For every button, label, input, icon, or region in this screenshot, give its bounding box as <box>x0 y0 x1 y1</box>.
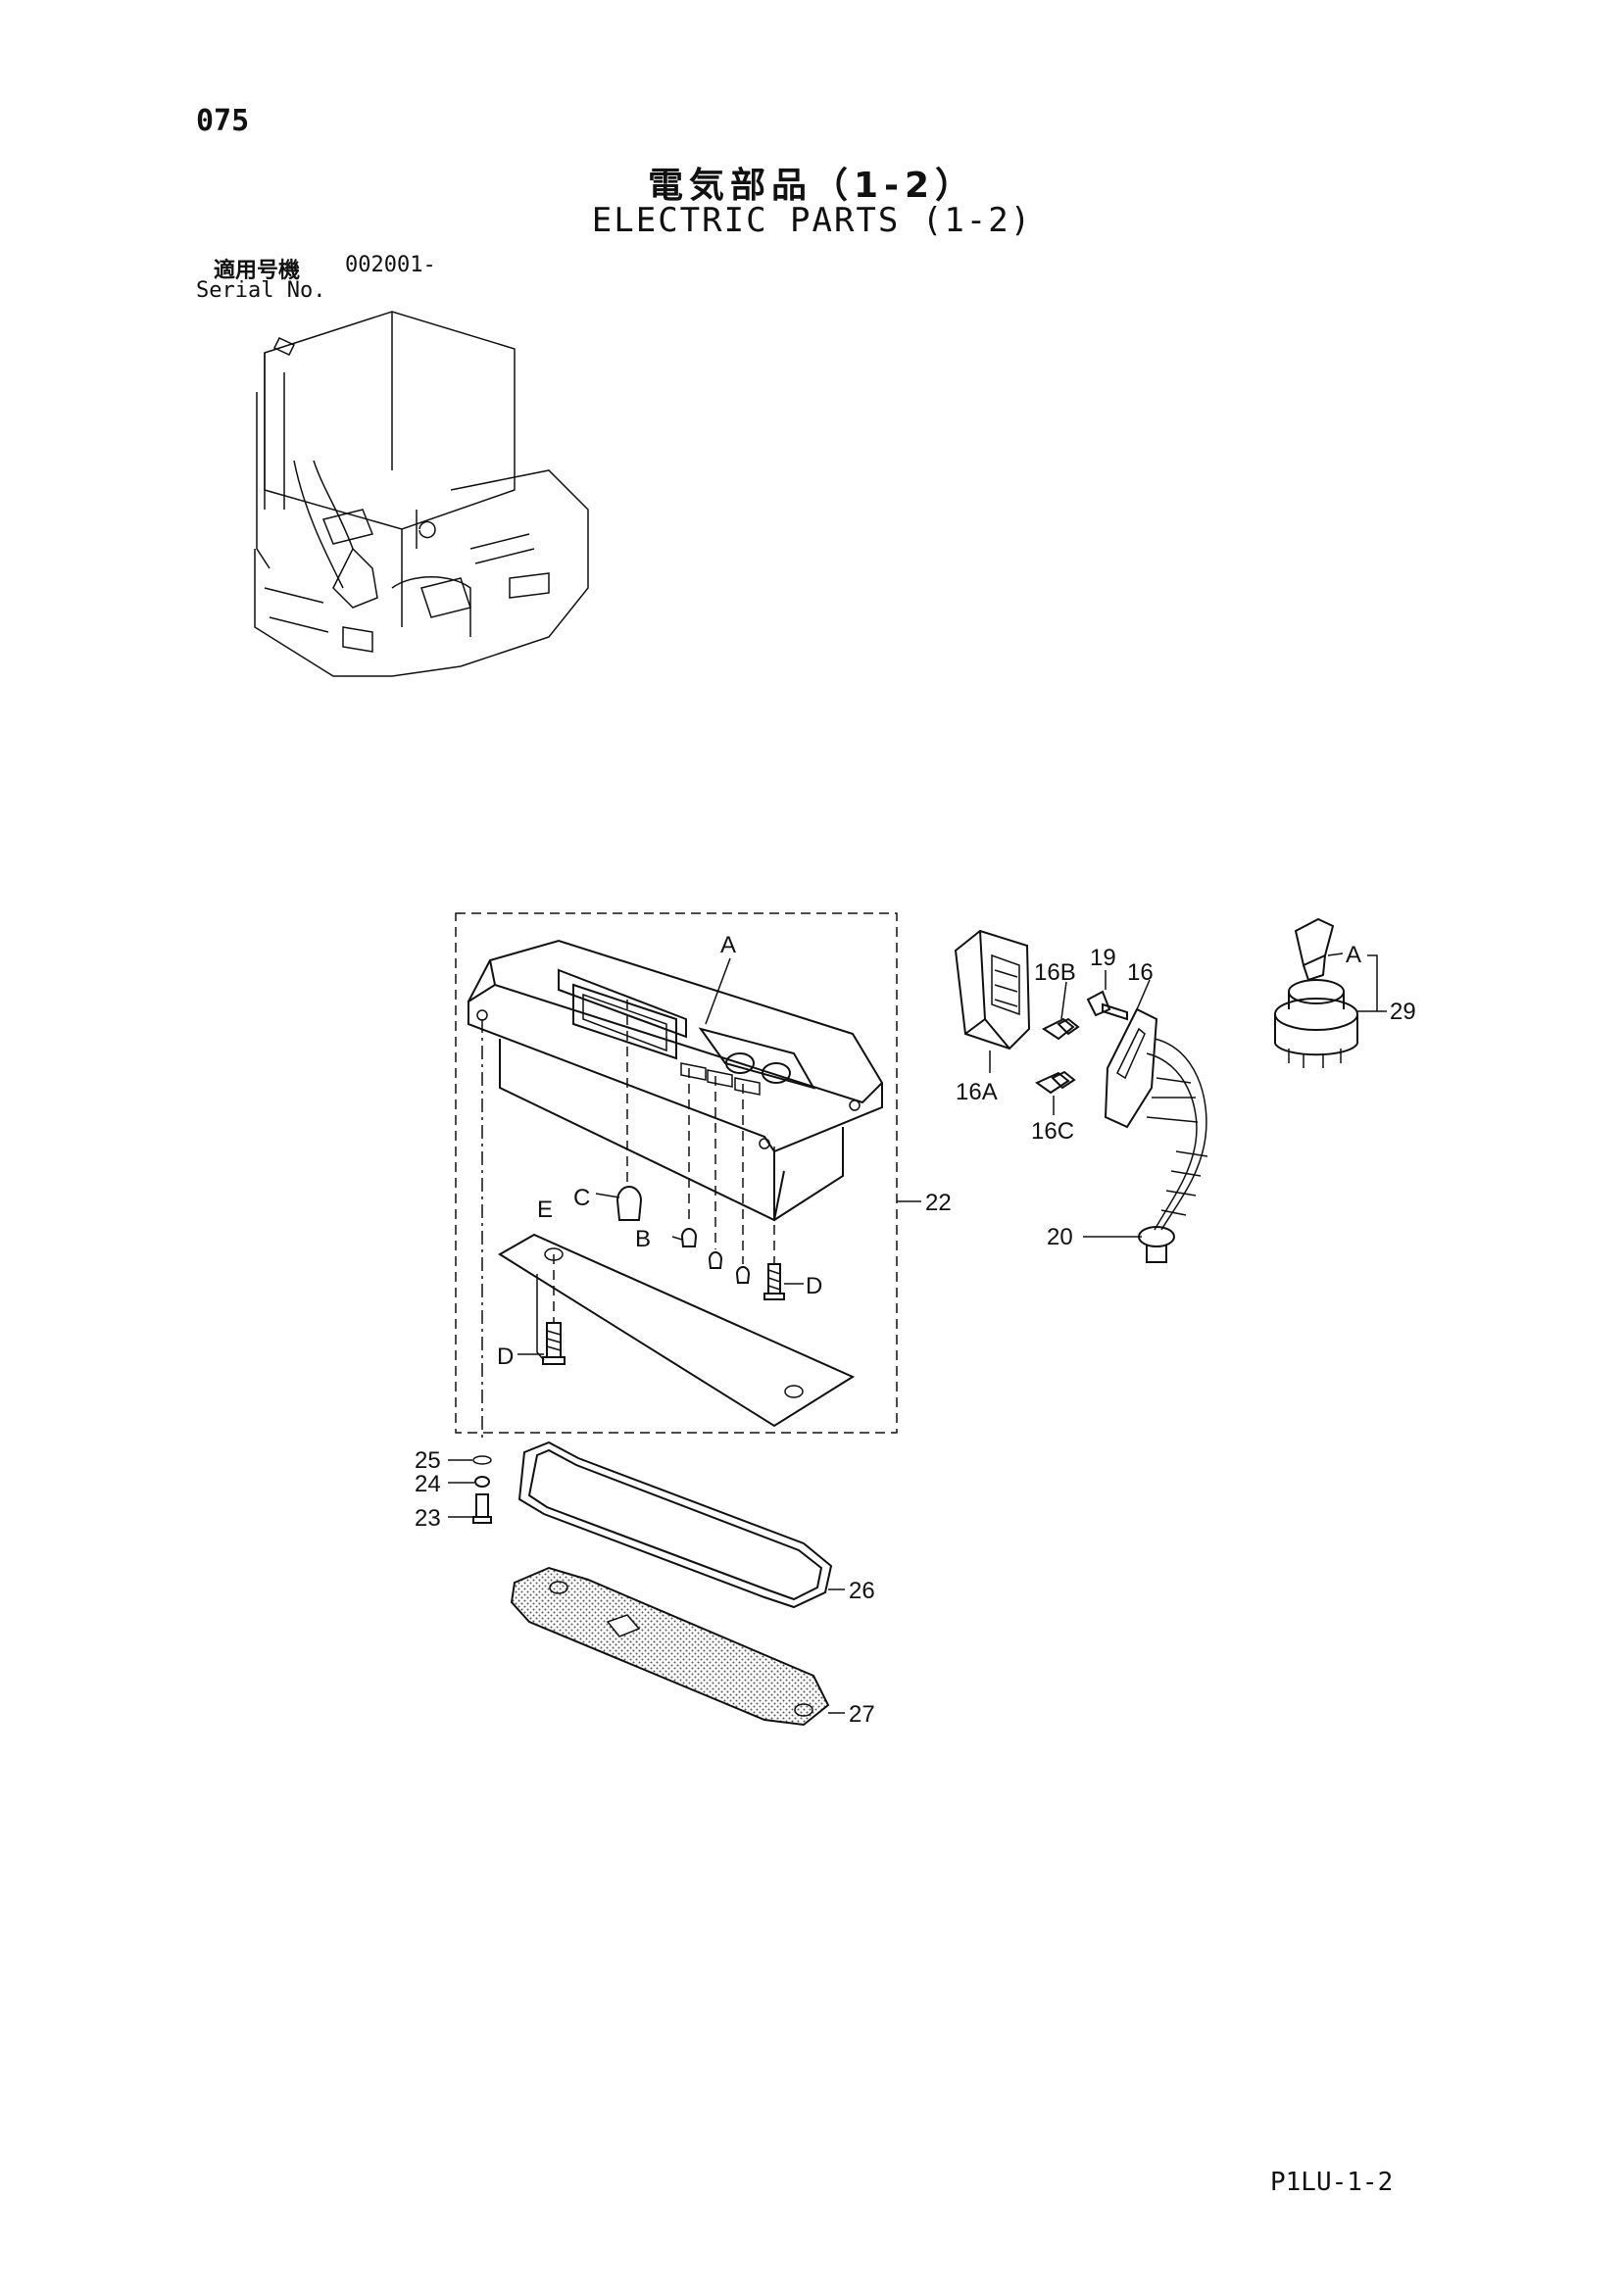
callout-d-upper: D <box>806 1273 822 1299</box>
page-number: 075 <box>196 104 250 138</box>
mounting-plate <box>510 1566 830 1727</box>
footer-code: P1LU-1-2 <box>1270 2168 1394 2197</box>
terminal-16c <box>1035 1070 1076 1095</box>
callout-20: 20 <box>1047 1224 1073 1250</box>
callout-25: 25 <box>415 1447 441 1474</box>
leader-lines <box>448 953 1387 1714</box>
callout-16: 16 <box>1127 959 1154 986</box>
serial-number-value: 002001- <box>345 253 436 277</box>
harness-16 <box>1104 1007 1208 1263</box>
gasket-inner <box>527 1448 823 1601</box>
callout-16a: 16A <box>956 1079 998 1105</box>
key-switch <box>1274 917 1358 1068</box>
terminal-16b <box>1042 1017 1080 1041</box>
callout-labels: A C E B D D 22 25 24 23 26 27 19 16B 16 … <box>415 932 1416 1728</box>
callout-a-keyswitch: A <box>1346 942 1361 968</box>
callout-16b: 16B <box>1034 959 1076 986</box>
monitor-cover-plate <box>498 1233 856 1428</box>
serial-label-jp: 適用号機 <box>214 259 301 283</box>
callout-26: 26 <box>849 1578 875 1604</box>
page-title-en: ELECTRIC PARTS (1-2) <box>591 201 1033 240</box>
callout-d-lower: D <box>497 1343 514 1370</box>
excavator-overview-illustration <box>254 311 589 677</box>
callout-22: 22 <box>925 1190 952 1216</box>
callout-27: 27 <box>849 1701 875 1728</box>
screw-19 <box>1086 990 1128 1021</box>
monitor-assembly-boundary <box>455 912 898 1434</box>
callout-c: C <box>573 1185 590 1211</box>
connector-16a <box>954 929 1031 1050</box>
serial-label-en: Serial No. <box>196 278 326 303</box>
page-title-jp: 電気部品（1-2） <box>647 166 977 206</box>
callout-a-monitor: A <box>720 932 736 958</box>
monitor-bulbs-and-screws <box>615 1000 785 1300</box>
callout-23: 23 <box>415 1505 441 1532</box>
callout-24: 24 <box>415 1471 441 1497</box>
monitor-housing <box>468 939 883 1222</box>
callout-e: E <box>537 1197 553 1223</box>
callout-b: B <box>635 1226 651 1252</box>
gasket <box>517 1441 833 1609</box>
callout-29: 29 <box>1390 999 1416 1025</box>
callout-16c: 16C <box>1031 1118 1074 1145</box>
callout-19: 19 <box>1090 945 1116 971</box>
mounting-hardware <box>472 1455 492 1524</box>
